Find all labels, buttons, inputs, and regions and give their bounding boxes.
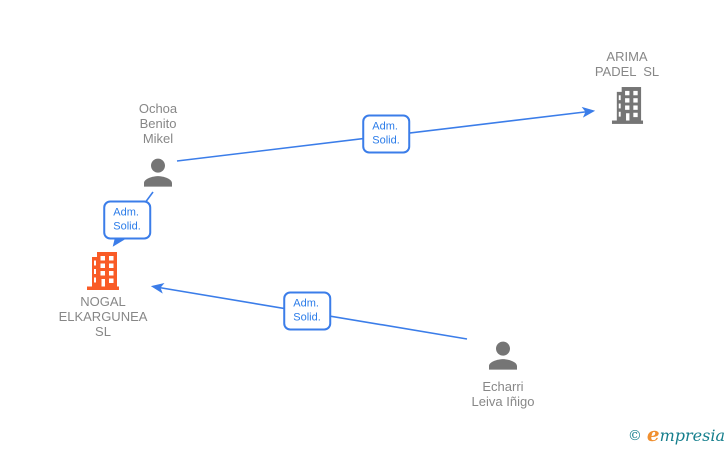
edge-label-echarri-nogal[interactable]: Adm. Solid. [283, 291, 331, 331]
person-icon [483, 335, 523, 375]
node-label: Echarri Leiva Iñigo [472, 379, 535, 409]
node-arima-padel-sl[interactable]: ARIMA PADEL SL [567, 49, 687, 124]
node-ochoa-benito-mikel[interactable]: Ochoa Benito Mikel [98, 101, 218, 192]
building-icon [611, 85, 644, 124]
edge-label-line: Solid. [113, 220, 141, 233]
copyright-symbol: © [627, 428, 642, 444]
building-icon [86, 250, 120, 290]
node-label-line: ELKARGUNEA [58, 309, 148, 324]
node-label: Ochoa Benito Mikel [139, 101, 177, 146]
node-label: ARIMA PADEL SL [595, 49, 659, 79]
edge-label-line: Adm. [113, 206, 139, 219]
edge-label-ochoa-nogal[interactable]: Adm. Solid. [103, 200, 151, 240]
node-label: NOGAL ELKARGUNEA SL [59, 294, 148, 339]
node-nogal-elkargunea-sl[interactable]: NOGAL ELKARGUNEA SL [33, 250, 173, 339]
brand-name: mpresia [659, 426, 725, 445]
person-icon [138, 152, 178, 192]
node-label-line: SL [95, 324, 111, 339]
node-label-line: NOGAL [80, 294, 126, 309]
edge-label-line: Solid. [372, 134, 400, 147]
node-label-line: PADEL SL [594, 64, 660, 79]
node-label-line: Ochoa [138, 101, 178, 116]
node-label-line: Echarri [482, 379, 524, 394]
brand-initial: e [646, 422, 660, 446]
edge-label-line: Adm. [293, 297, 319, 310]
edge-label-ochoa-arima[interactable]: Adm. Solid. [362, 114, 410, 154]
empresia-logo[interactable]: ©empresia [628, 422, 725, 446]
node-label-line: Leiva Iñigo [471, 394, 535, 409]
edge-label-line: Solid. [293, 311, 321, 324]
node-label-line: Benito [139, 116, 177, 131]
node-echarri-leiva-inigo[interactable]: Echarri Leiva Iñigo [433, 335, 573, 409]
edge-label-line: Adm. [372, 120, 398, 133]
node-label-line: ARIMA [606, 49, 648, 64]
node-label-line: Mikel [142, 131, 174, 146]
